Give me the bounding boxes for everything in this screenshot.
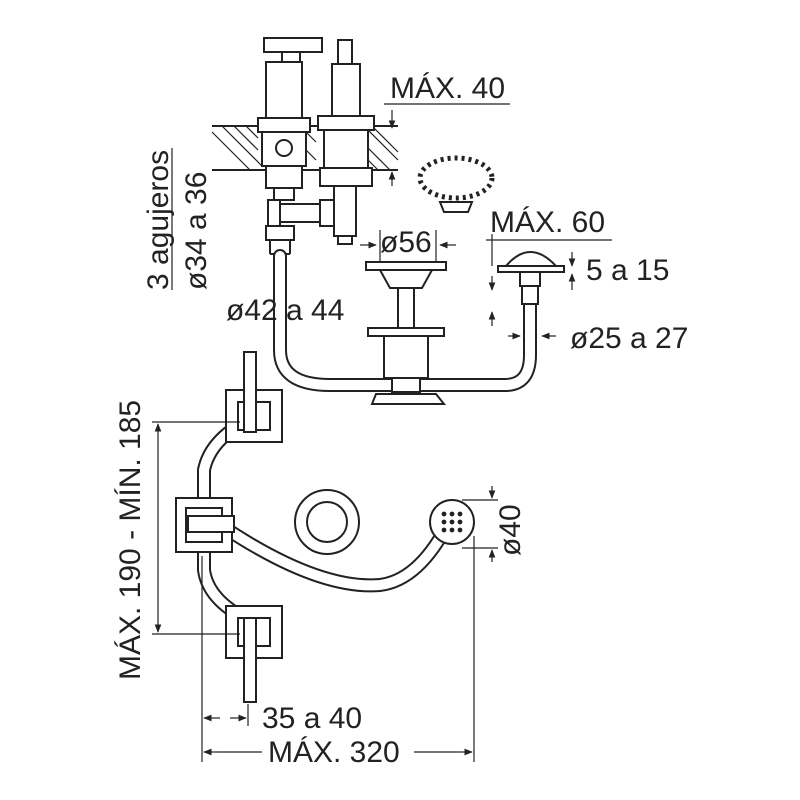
drain-assembly xyxy=(365,261,447,405)
diameter-25-27-label: ø25 a 27 xyxy=(570,322,688,355)
stopper-chain-icon xyxy=(417,155,495,213)
spray-head-icon xyxy=(429,499,475,545)
valve-connector xyxy=(265,199,335,255)
max-320-label: MÁX. 320 xyxy=(268,736,400,769)
span-190-185-label: MÁX. 190 - MÍN. 185 xyxy=(114,400,147,680)
drain-ring-top xyxy=(294,489,360,555)
top-dimension-lines xyxy=(152,421,498,762)
max-40-label: MÁX. 40 xyxy=(390,72,505,105)
upper-valve-top xyxy=(225,351,283,443)
spout-base-top xyxy=(175,497,235,553)
top-view: MÁX. 190 - MÍN. 185 ø40 35 a 40 MÁX. 320 xyxy=(114,351,527,769)
holes-label-line1: 3 agujeros xyxy=(142,150,175,290)
left-valve xyxy=(257,37,323,201)
offset-35-40-label: 35 a 40 xyxy=(262,702,362,735)
holes-label-line2: ø34 a 36 xyxy=(180,172,213,290)
pop-up-control xyxy=(497,251,565,305)
diameter-40-label: ø40 xyxy=(494,504,527,556)
side-view: MÁX. 40 3 agujeros ø34 a 36 ø56 MÁX. 60 … xyxy=(142,37,688,405)
range-5-15-label: 5 a 15 xyxy=(586,254,669,287)
lower-valve-top xyxy=(225,605,283,703)
diameter-42-44-label: ø42 a 44 xyxy=(226,294,344,327)
side-dimension-lines xyxy=(171,103,612,340)
diameter-56-label: ø56 xyxy=(380,226,432,259)
max-60-label: MÁX. 60 xyxy=(490,206,605,239)
right-valve xyxy=(317,39,375,245)
